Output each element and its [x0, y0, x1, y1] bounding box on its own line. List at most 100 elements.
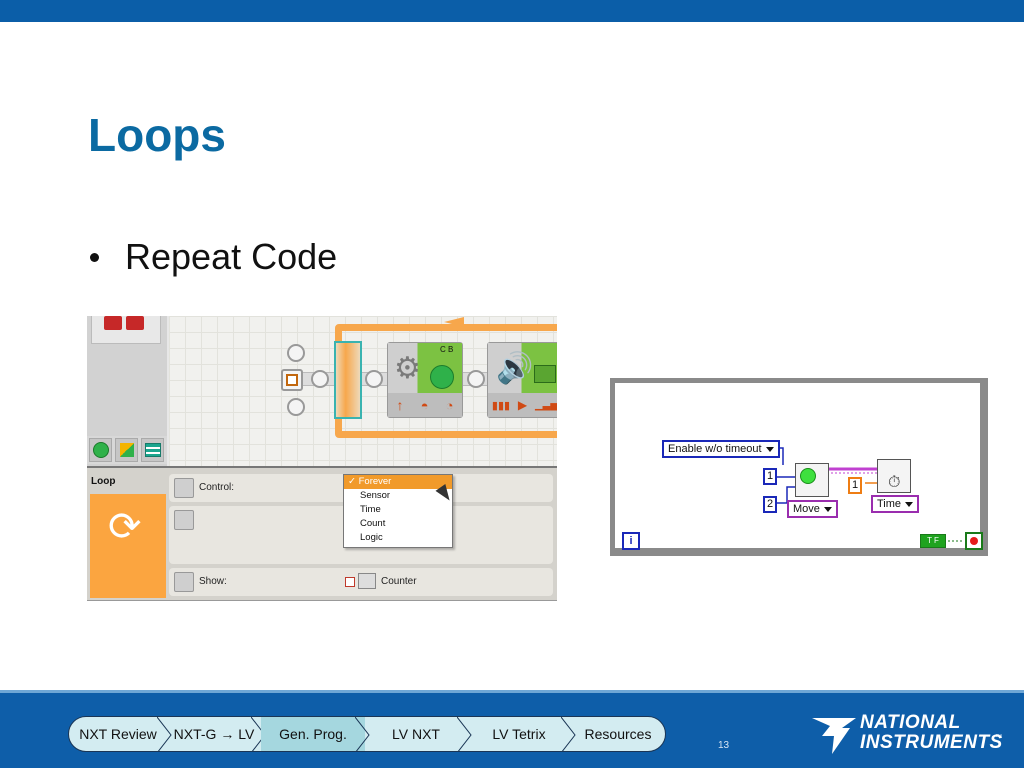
wait-vi[interactable]: ⏱ [877, 459, 911, 493]
green-circle-icon [92, 442, 109, 458]
time-enum-label: Time [877, 498, 902, 510]
configuration-panel: Loop ⟳ Control: Show: Counter [87, 466, 557, 600]
move-enum[interactable]: Move [787, 500, 838, 518]
logo-trademark: ™ [995, 734, 1002, 741]
stop-terminal[interactable] [965, 532, 983, 550]
iteration-terminal: i [622, 532, 640, 550]
dropdown-option-logic[interactable]: Logic [360, 532, 383, 543]
logo-text-national: NATIONAL [860, 712, 961, 733]
palette-tabs [87, 436, 167, 464]
section-nav: NXT Review NXT-G → LV Gen. Prog. LV NXT … [68, 716, 666, 752]
dropdown-option-sensor[interactable]: Sensor [360, 490, 391, 501]
control-label: Control: [199, 482, 235, 493]
dropdown-option-time[interactable]: Time [360, 504, 381, 515]
stop-block-icon [104, 316, 122, 330]
power-gauge-icon: ◓ [420, 397, 429, 413]
common-palette-tab[interactable] [89, 438, 112, 462]
numeric-constant-2[interactable]: 2 [763, 496, 778, 513]
ring-dropdown-icon[interactable] [765, 446, 774, 452]
show-row: Show: Counter [169, 568, 553, 596]
move-dropdown-icon[interactable] [823, 506, 832, 512]
direction-arrow-icon: ↑ [396, 397, 404, 413]
beam-hub [467, 370, 485, 388]
beam-hub [311, 370, 329, 388]
loop-block-icon: ⟳ [90, 494, 166, 598]
labview-while-loop: Enable w/o timeout 1 2 Move 1 ⏱ Time i T… [610, 378, 988, 556]
chevron-right-icon [355, 717, 370, 751]
blocks-icon [119, 443, 134, 457]
config-block-name: Loop [91, 476, 116, 487]
boolean-constant[interactable]: T F [920, 534, 946, 548]
nav-label: LV Tetrix [492, 726, 546, 742]
complete-palette-tab[interactable] [115, 438, 138, 462]
loop-cycle-icon: ⟳ [108, 504, 142, 550]
custom-palette-tab[interactable] [141, 438, 164, 462]
slide-title: Loops [88, 109, 226, 161]
enable-ring-constant[interactable]: Enable w/o timeout [662, 440, 780, 458]
duration-icon: ◔ [445, 397, 454, 413]
palette-panel [91, 316, 161, 344]
blank-option-icon [174, 510, 194, 530]
sound-block[interactable]: 🔊 ▮▮▮ ▶ ▁▃▅ [487, 342, 557, 418]
play-icon: ▶ [517, 398, 528, 412]
loop-start-pillar[interactable] [334, 341, 362, 419]
stop-dot-icon [970, 537, 978, 545]
nav-lv-tetrix[interactable]: LV Tetrix [467, 717, 576, 751]
show-label: Show: [199, 576, 227, 587]
block-palette [87, 316, 167, 466]
ring-label: Enable w/o timeout [668, 443, 762, 455]
logo-text-instruments: INSTRUMENTS [860, 732, 1003, 753]
nav-gen-prog[interactable]: Gen. Prog. [261, 717, 370, 751]
motor-block[interactable]: ⚙ C B ↑ ◓ ◔ [387, 342, 463, 418]
nxtg-screenshot: ⚙ C B ↑ ◓ ◔ 🔊 ▮▮▮ ▶ ▁▃▅ ⟳ ∞ [87, 316, 557, 601]
nav-label: LV NXT [392, 726, 440, 742]
nav-label: NXT Review [79, 726, 157, 742]
stop-block-icon [126, 316, 144, 330]
counter-label: Counter [381, 576, 417, 587]
chevron-right-icon [561, 717, 576, 751]
nav-label: NXT-G → LV [173, 726, 255, 742]
volume-bars-icon: ▁▃▅ [534, 399, 557, 411]
nav-resources[interactable]: Resources [571, 717, 665, 751]
program-canvas[interactable]: ⚙ C B ↑ ◓ ◔ 🔊 ▮▮▮ ▶ ▁▃▅ ⟳ ∞ [169, 316, 557, 466]
wires [775, 447, 963, 542]
motor-power-icon [430, 365, 454, 389]
nav-label: Gen. Prog. [279, 726, 347, 742]
ni-logo: NATIONAL INSTRUMENTS ™ [812, 712, 1002, 758]
counter-plug-icon [358, 573, 376, 589]
dropdown-option-forever[interactable]: ✓ Forever [344, 475, 452, 489]
stopwatch-icon: ⏱ [888, 472, 901, 491]
numeric-constant-3[interactable]: 1 [848, 477, 863, 494]
layers-icon [144, 443, 161, 457]
nav-lv-nxt[interactable]: LV NXT [365, 717, 472, 751]
nav-nxt-review[interactable]: NXT Review [69, 717, 172, 751]
nav-label: Resources [584, 726, 652, 742]
loop-arrow-icon [444, 317, 464, 327]
counter-checkbox[interactable] [345, 577, 355, 587]
show-icon [174, 572, 194, 592]
dropdown-option-count[interactable]: Count [360, 518, 386, 529]
page-number: 13 [718, 740, 730, 751]
bullet-dot-icon [90, 252, 99, 262]
beam-hub [365, 370, 383, 388]
control-dropdown-menu[interactable]: ✓ Forever Sensor Time Count Logic [343, 474, 453, 548]
gear-icon: ⚙ [394, 351, 421, 386]
time-enum[interactable]: Time [871, 495, 920, 513]
start-point-icon [281, 369, 303, 391]
motor-led-icon [800, 468, 816, 484]
time-dropdown-icon[interactable] [905, 501, 914, 507]
numeric-constant-1[interactable]: 1 [763, 468, 778, 485]
sound-upload-icon [534, 365, 556, 383]
move-enum-label: Move [793, 503, 820, 515]
motor-vi[interactable] [795, 463, 829, 497]
speaker-icon: 🔊 [496, 351, 534, 386]
beam-hub [287, 344, 305, 362]
beam-hub [287, 398, 305, 416]
ni-eagle-icon [812, 718, 856, 754]
control-eye-icon [174, 478, 194, 498]
chevron-right-icon [457, 717, 472, 751]
nav-nxtg-to-lv[interactable]: NXT-G → LV [167, 717, 266, 751]
waveform-icon: ▮▮▮ [491, 399, 511, 412]
top-banner [0, 0, 1024, 22]
motor-ports-label: C B [440, 345, 454, 354]
